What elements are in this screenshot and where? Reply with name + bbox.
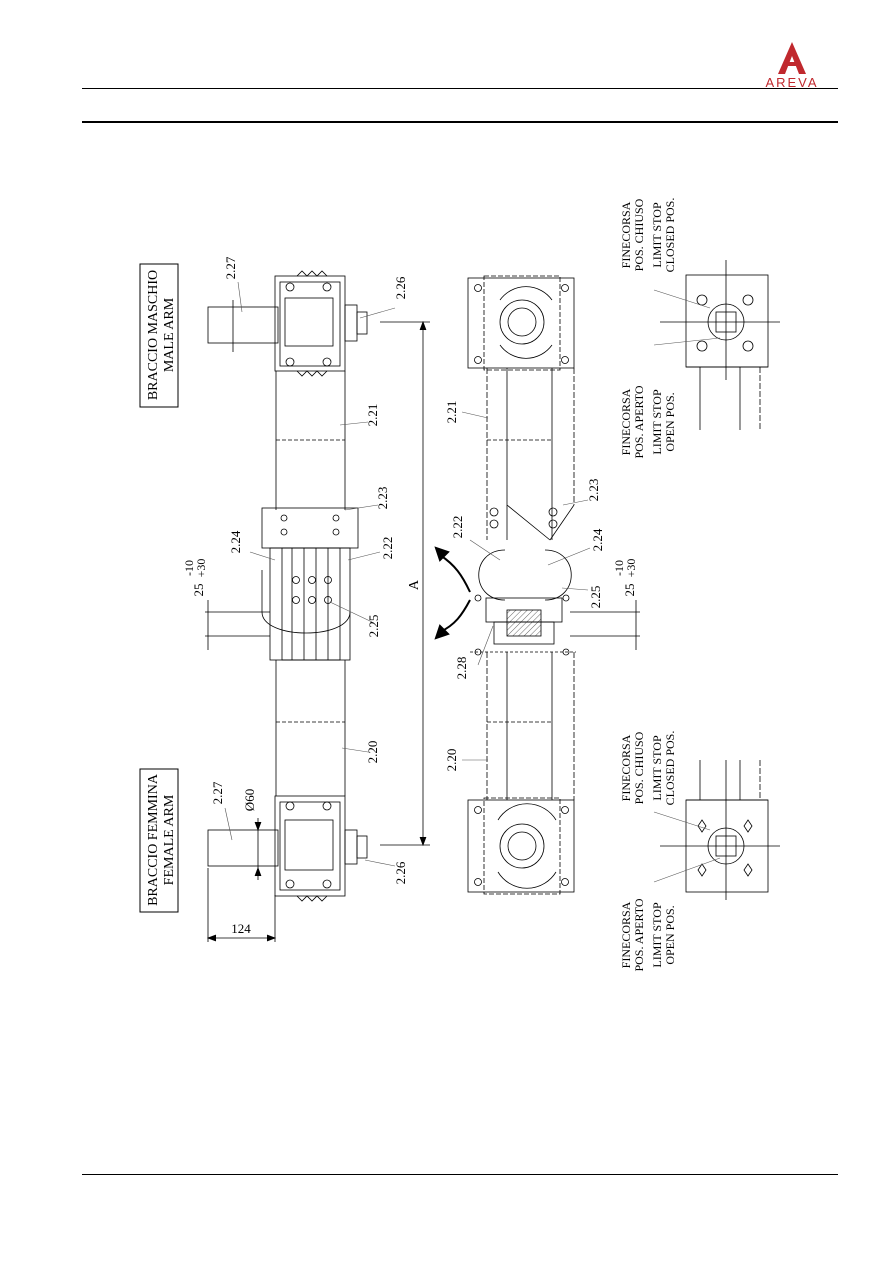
tolerance-upper-right: -10 (612, 560, 626, 576)
diameter-label: Ø60 (242, 789, 257, 811)
part-2-23-right: 2.23 (586, 479, 601, 502)
side-view-hinge (470, 549, 576, 656)
side-view-lower-tube (486, 652, 575, 800)
header-rule-thin (82, 88, 838, 89)
part-2-25-right: 2.25 (588, 586, 603, 609)
part-2-20-right: 2.20 (444, 749, 459, 772)
part-2-27-top: 2.27 (223, 256, 238, 279)
limit-open-en-1-bottom: LIMIT STOP (650, 902, 664, 968)
male-arm-end-block (207, 270, 368, 377)
areva-logo: AREVA (765, 42, 818, 90)
limit-open-it-1-top: FINECORSA (619, 388, 633, 455)
part-2-24-left: 2.24 (228, 530, 243, 553)
part-2-24-right: 2.24 (590, 528, 605, 551)
female-arm-tube (275, 660, 346, 796)
limit-open-en-2-bottom: OPEN POS. (663, 905, 677, 964)
tolerance-upper-left: -10 (182, 560, 196, 576)
limit-closed-it-2-bottom: POS. CHIUSO (632, 731, 646, 804)
limit-closed-en-1-top: LIMIT STOP (650, 202, 664, 268)
part-2-21-right: 2.21 (444, 401, 459, 424)
rotation-arrows-icon (434, 546, 471, 640)
limit-open-it-2-bottom: POS. APERTO (632, 898, 646, 971)
dimension-a-line (380, 320, 430, 847)
female-arm-title-box (139, 768, 179, 913)
tolerance-dim-left (205, 600, 270, 650)
part-2-26-top: 2.26 (393, 276, 408, 299)
limit-closed-en-2-bottom: CLOSED POS. (663, 731, 677, 806)
limit-open-en-2-top: OPEN POS. (663, 392, 677, 451)
part-2-23-left: 2.23 (375, 487, 390, 510)
female-arm-end-block (207, 795, 368, 902)
central-joint (261, 507, 359, 661)
part-2-22-right: 2.22 (450, 516, 465, 539)
footer-rule (82, 1174, 838, 1175)
side-view-bottom-block (467, 797, 575, 895)
dim-124 (206, 868, 277, 942)
side-view-top-block (467, 275, 575, 371)
male-arm-title-it: BRACCIO MASCHIO (146, 270, 161, 400)
tolerance-lower-right: +30 (624, 559, 638, 578)
male-arm-title-en: MALE ARM (162, 297, 177, 372)
part-2-26-bottom: 2.26 (393, 861, 408, 884)
leaders-right (461, 411, 591, 761)
limit-closed-it-2-top: POS. CHIUSO (632, 198, 646, 271)
limit-closed-en-2-top: CLOSED POS. (663, 198, 677, 273)
tolerance-dim-right (570, 600, 640, 650)
dim-diameter (254, 818, 262, 880)
part-2-28: 2.28 (454, 657, 469, 680)
leaders-left (224, 281, 396, 867)
limit-open-it-1-bottom: FINECORSA (619, 901, 633, 968)
female-arm-title-it: BRACCIO FEMMINA (146, 773, 161, 906)
logo-text: AREVA (765, 75, 818, 90)
male-arm-title-box (139, 263, 179, 408)
limit-stop-closed-detail-bottom (653, 760, 780, 900)
part-2-21-left: 2.21 (365, 404, 380, 427)
tolerance-main-right: 25 (622, 584, 637, 597)
limit-open-en-1-top: LIMIT STOP (650, 389, 664, 455)
part-2-22-left: 2.22 (380, 537, 395, 560)
part-2-27-bottom: 2.27 (210, 781, 225, 804)
limit-closed-it-1-bottom: FINECORSA (619, 734, 633, 801)
part-2-25-left: 2.25 (366, 615, 381, 638)
limit-closed-en-1-bottom: LIMIT STOP (650, 735, 664, 801)
limit-closed-it-1-top: FINECORSA (619, 201, 633, 268)
female-arm-title-en: FEMALE ARM (162, 794, 177, 885)
areva-a-mark-icon (778, 42, 806, 74)
tolerance-main-left: 25 (191, 584, 206, 597)
limit-stop-closed-detail-top (653, 260, 780, 430)
width-124-label: 124 (231, 921, 251, 936)
dim-a-label: A (407, 579, 422, 590)
tolerance-lower-left: +30 (194, 559, 208, 578)
header-rule-thick (82, 121, 838, 123)
male-arm-tube (275, 371, 346, 510)
part-2-20-left: 2.20 (365, 741, 380, 764)
limit-open-it-2-top: POS. APERTO (632, 385, 646, 458)
side-view-upper-tube (486, 368, 575, 541)
